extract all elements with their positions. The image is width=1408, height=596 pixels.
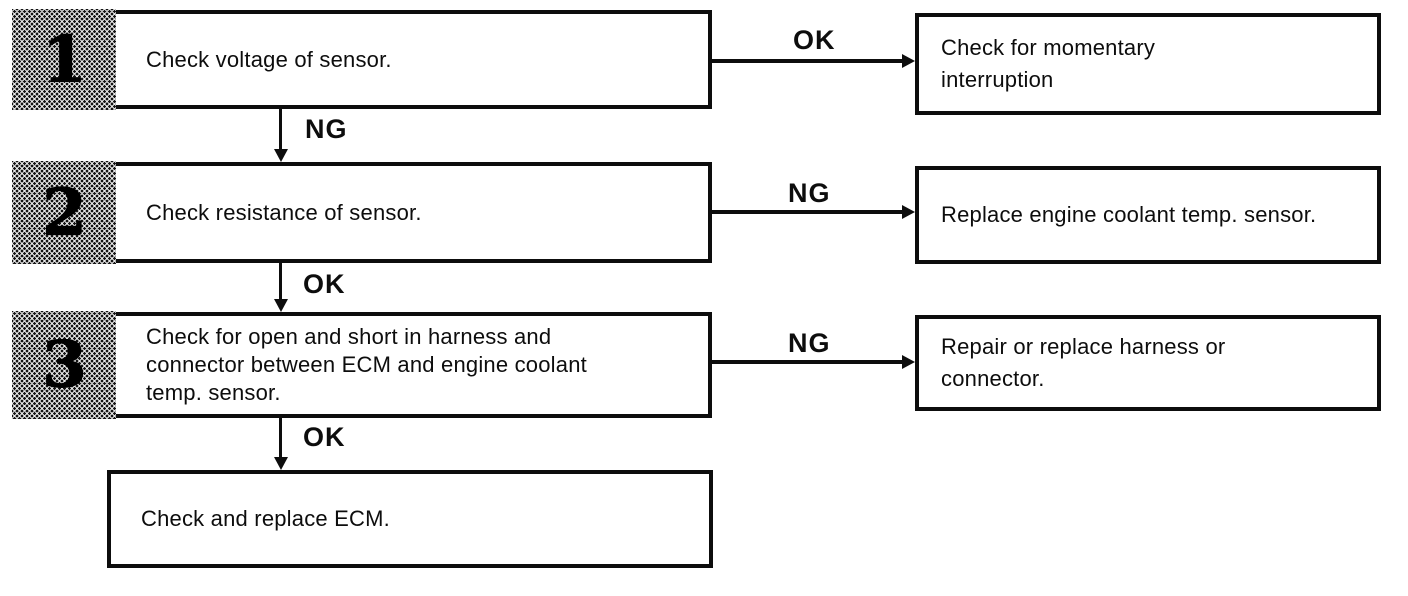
step-1-action-text: Check voltage of sensor.	[146, 46, 392, 74]
step-3-action-box: 3 Check for open and short in harness an…	[12, 311, 712, 419]
step-1-number: 1	[41, 21, 87, 97]
step-3-right-arrow	[711, 355, 915, 369]
step-2-number-badge: 2	[12, 161, 116, 264]
step-2-action-line: Check resistance of sensor.	[146, 199, 422, 225]
step-1-result-text: Check for momentary interruption	[941, 32, 1155, 96]
final-action-text: Check and replace ECM.	[141, 505, 390, 533]
step-1-right-arrow	[711, 54, 915, 68]
step-3-action-line: connector between ECM and engine coolant	[146, 352, 587, 377]
step-1-side-branch-label: OK	[793, 25, 836, 55]
step-1-down-branch-label: NG	[305, 114, 348, 144]
step-1-number-badge: 1	[12, 9, 116, 110]
step-3-number-badge: 3	[12, 311, 116, 419]
step-3-result-line: connector.	[941, 366, 1045, 391]
step-2-side-branch-label: NG	[788, 178, 831, 208]
final-action-line: Check and replace ECM.	[141, 506, 390, 531]
step-1-result-line: Check for momentary	[941, 35, 1156, 60]
step-3-action-line: temp. sensor.	[146, 380, 281, 405]
step-3-result-box: Repair or replace harness or connector.	[915, 315, 1381, 411]
step-2-result-text: Replace engine coolant temp. sensor.	[941, 199, 1316, 231]
step-2-down-branch-label: OK	[303, 269, 346, 299]
step-2-right-arrow	[711, 205, 915, 219]
step-3-action-line: Check for open and short in harness and	[146, 324, 552, 349]
step-3-action-text: Check for open and short in harness and …	[146, 323, 587, 407]
step-2-result-box: Replace engine coolant temp. sensor.	[915, 166, 1381, 264]
step-2-number: 2	[41, 174, 87, 250]
step-3-down-branch-label: OK	[303, 422, 346, 452]
final-action-box: Check and replace ECM.	[107, 470, 713, 568]
step-1-result-line: interruption	[941, 67, 1054, 92]
step-2-action-text: Check resistance of sensor.	[146, 199, 422, 227]
step-3-number: 3	[41, 327, 87, 402]
step-3-side-branch-label: NG	[788, 328, 831, 358]
step-2-down-arrow	[274, 263, 288, 312]
step-2-action-box: 2 Check resistance of sensor.	[12, 161, 712, 264]
step-2-result-line: Replace engine coolant temp. sensor.	[941, 202, 1317, 227]
step-1-action-line: Check voltage of sensor.	[146, 46, 392, 72]
step-3-result-line: Repair or replace harness or	[941, 334, 1226, 359]
step-1-action-box: 1 Check voltage of sensor.	[12, 9, 712, 110]
step-3-result-text: Repair or replace harness or connector.	[941, 331, 1225, 395]
step-1-down-arrow	[274, 108, 288, 162]
step-1-result-box: Check for momentary interruption	[915, 13, 1381, 115]
step-3-down-arrow	[274, 418, 288, 470]
